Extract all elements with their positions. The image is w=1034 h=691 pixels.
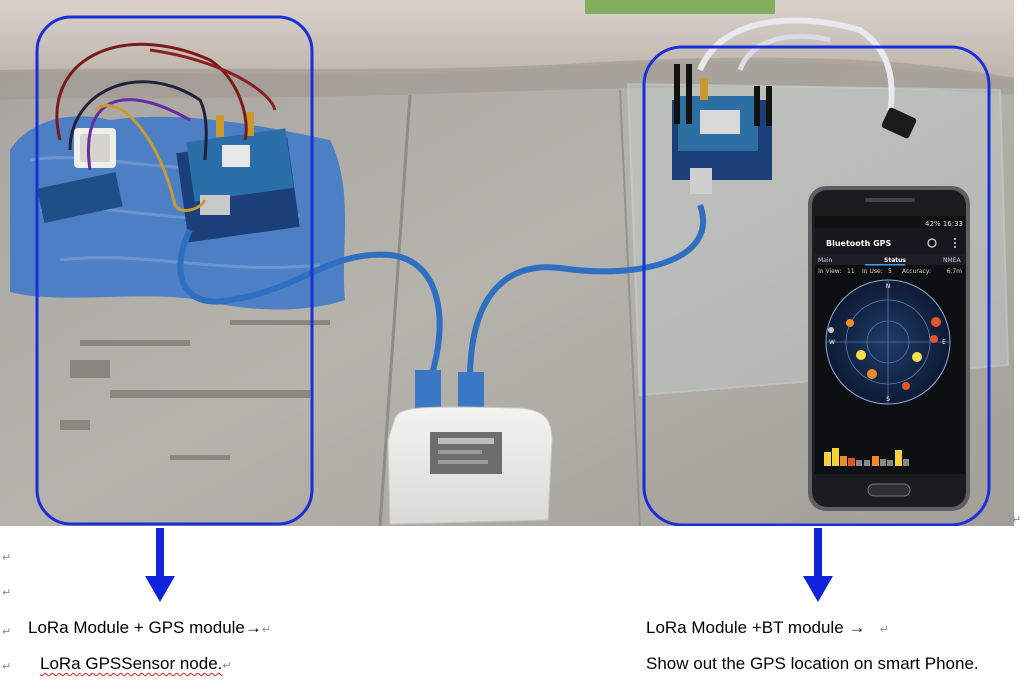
left-highlight-box bbox=[35, 15, 314, 526]
accuracy-value: 6.7m bbox=[947, 268, 963, 275]
overflow-menu-icon[interactable] bbox=[954, 238, 956, 248]
paragraph-mark: ↵ bbox=[879, 623, 889, 636]
paragraph-mark: ↵ bbox=[261, 623, 272, 636]
app-title: Bluetooth GPS bbox=[826, 239, 892, 248]
in-use-value: 5 bbox=[888, 268, 892, 275]
right-pointer-arrow bbox=[803, 528, 833, 602]
compass-e: E bbox=[942, 339, 946, 346]
satellite-radar: N E S W bbox=[825, 279, 951, 405]
left-caption-line1: LoRa Module + GPS module→↵ bbox=[28, 618, 272, 637]
paragraph-mark: ↵ bbox=[222, 659, 232, 672]
right-caption-line1: LoRa Module +BT module → ↵ bbox=[646, 618, 889, 637]
compass-s: S bbox=[886, 396, 890, 403]
smartphone: 42% 16:33 Bluetooth GPS Main Status NMEA… bbox=[808, 186, 970, 511]
right-arrow-glyph: → bbox=[848, 618, 866, 637]
status-bar-text: 42% 16:33 bbox=[925, 220, 963, 228]
photo-scene: 42% 16:33 Bluetooth GPS Main Status NMEA… bbox=[0, 0, 1014, 526]
paragraph-mark: ↵ bbox=[2, 625, 12, 638]
in-view-label: In View: bbox=[818, 268, 841, 275]
right-arrow-glyph: → bbox=[244, 618, 262, 637]
tab-nmea[interactable]: NMEA bbox=[943, 257, 961, 264]
signal-strength-bars bbox=[824, 448, 909, 466]
right-highlight-box bbox=[642, 45, 991, 526]
right-caption-line2: Show out the GPS location on smart Phone… bbox=[646, 654, 979, 673]
compass-n: N bbox=[886, 283, 891, 290]
tab-status[interactable]: Status bbox=[884, 257, 906, 264]
compass-w: W bbox=[829, 339, 835, 346]
accuracy-label: Accuracy: bbox=[902, 268, 931, 275]
left-pointer-arrow bbox=[145, 528, 175, 602]
in-use-label: In Use: bbox=[862, 268, 883, 275]
paragraph-mark: ↵ bbox=[1012, 513, 1022, 526]
refresh-icon[interactable] bbox=[927, 238, 937, 248]
in-view-value: 11 bbox=[847, 268, 855, 275]
photo: 42% 16:33 Bluetooth GPS Main Status NMEA… bbox=[0, 0, 1014, 526]
paragraph-mark: ↵ bbox=[2, 586, 12, 599]
left-caption-line2: LoRa GPSSensor node.↵ bbox=[40, 654, 232, 673]
tab-main[interactable]: Main bbox=[818, 257, 833, 264]
paragraph-mark: ↵ bbox=[2, 660, 12, 673]
paragraph-mark: ↵ bbox=[2, 551, 12, 564]
